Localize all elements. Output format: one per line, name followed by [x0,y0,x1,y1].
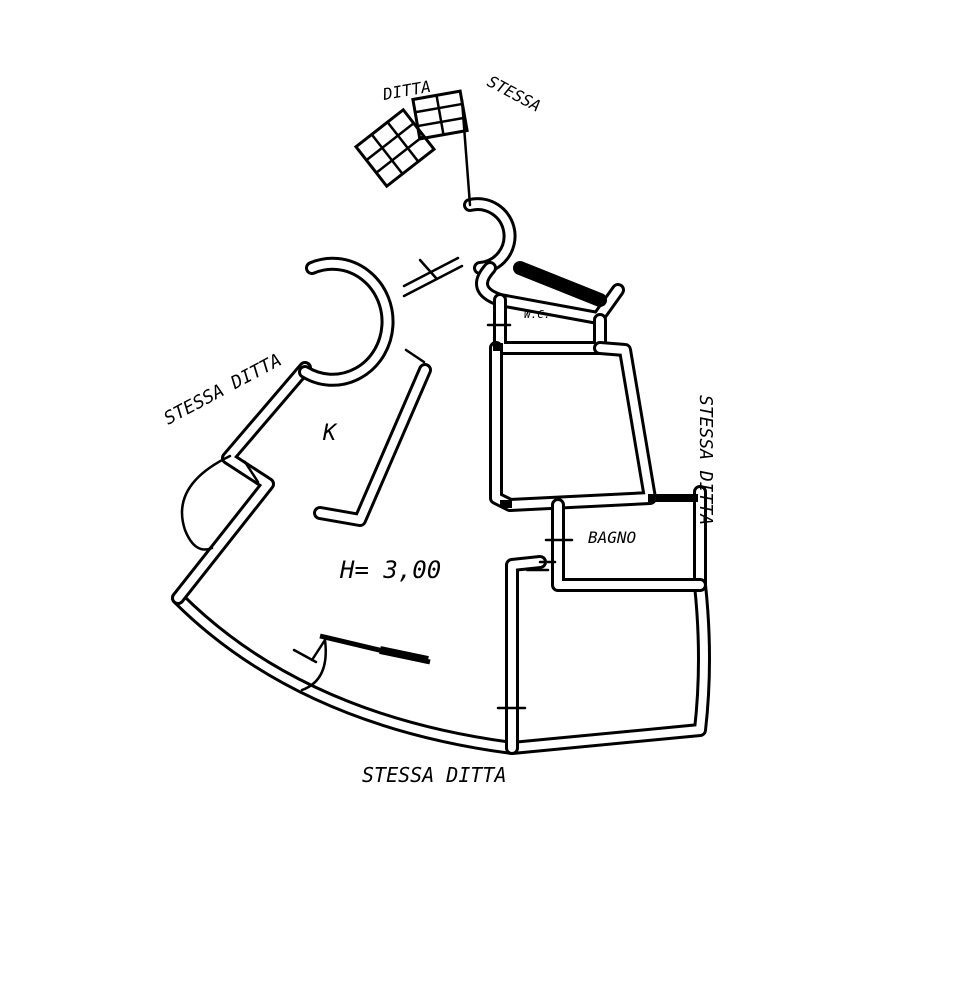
top-right-label: STESSA [484,72,544,116]
height-label: H= 3,00 [339,556,441,584]
door-ticks [243,323,574,710]
window-south [300,633,431,692]
bath-walls [505,498,707,755]
exterior-walls [171,361,711,755]
stair-tower-top [460,98,517,275]
stessa-ditta-right-label: STESSA DITTA [695,395,716,525]
room-k-label: K [322,421,338,446]
stair-grid-top [353,89,469,189]
wc-label: W.C. [524,308,551,321]
central-room-walls [489,341,698,512]
stessa-ditta-bottom-label: STESSA DITTA [362,763,507,787]
stair-tower-left [298,256,464,387]
bagno-label: BAGNO [588,528,636,547]
top-left-label: DITTA [380,77,432,104]
